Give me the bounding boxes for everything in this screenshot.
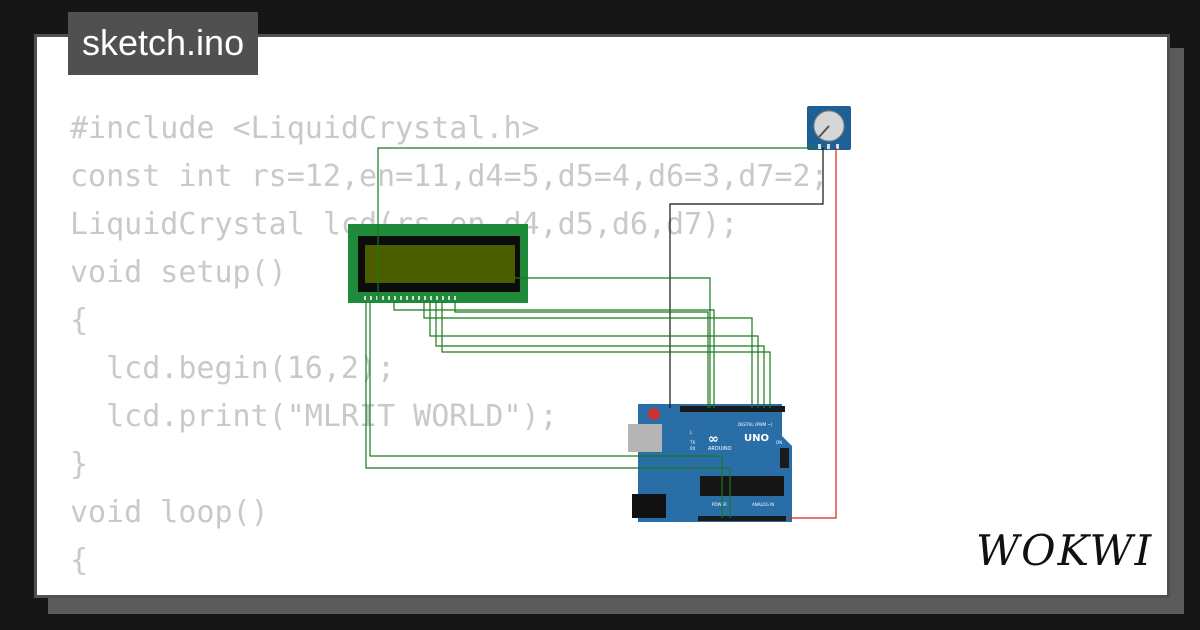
wire-green[interactable]	[454, 302, 709, 408]
atmega-chip	[700, 476, 784, 496]
wire-green[interactable]	[429, 302, 759, 408]
power-label: POWER	[712, 502, 727, 507]
wires	[365, 147, 837, 519]
icsp-header	[780, 448, 789, 468]
digital-label: DIGITAL (PWM ~)	[738, 422, 773, 427]
lcd-1602-icon[interactable]	[348, 224, 528, 303]
potentiometer-indicator	[818, 125, 830, 138]
code-line: void loop()	[70, 495, 269, 530]
rx-label: RX	[690, 446, 696, 451]
code-line: #include <LiquidCrystal.h>	[70, 111, 540, 146]
wire-green[interactable]	[365, 302, 731, 518]
tx-label: TX	[689, 440, 695, 445]
on-label: ON	[776, 440, 782, 445]
wire-green[interactable]	[377, 147, 818, 300]
wire-green[interactable]	[515, 277, 711, 408]
code-line: lcd.setCursor(0,1);	[70, 585, 829, 595]
lcd-screen	[365, 245, 515, 283]
wire-green[interactable]	[441, 302, 771, 408]
file-title: sketch.ino	[68, 12, 259, 75]
l-label: L	[690, 430, 693, 435]
power-jack	[632, 494, 666, 518]
arduino-brand: ARDUINO	[708, 446, 732, 452]
preview-card: #include <LiquidCrystal.h> const int rs=1…	[34, 34, 1170, 598]
code-line: {	[70, 303, 89, 338]
code-line: }	[70, 447, 89, 482]
arduino-infinity-logo: ∞	[708, 432, 719, 447]
digital-header	[680, 406, 785, 412]
arduino-model: UNO	[744, 433, 769, 444]
code-line: lcd.begin(16,2);	[70, 351, 396, 386]
code-line: {	[70, 543, 89, 578]
wire-green[interactable]	[435, 302, 765, 408]
analog-label: ANALOG IN	[752, 502, 774, 507]
wire-green[interactable]	[393, 302, 715, 408]
analog-header	[698, 516, 786, 521]
wire-red[interactable]	[788, 148, 837, 519]
potentiometer-icon[interactable]	[807, 106, 851, 150]
lcd-pins	[364, 296, 456, 300]
reset-button[interactable]	[648, 408, 660, 420]
wire-green[interactable]	[369, 302, 723, 518]
wire-black[interactable]	[669, 148, 824, 408]
wire-green[interactable]	[423, 302, 753, 408]
code-line: void setup()	[70, 255, 287, 290]
wokwi-logo: WOKWI	[976, 526, 1154, 575]
arduino-uno-icon[interactable]: ∞ UNO ARDUINO DIGITAL (PWM ~) POWER ANAL…	[628, 404, 792, 522]
code-line: const int rs=12,en=11,d4=5,d5=4,d6=3,d7=…	[70, 159, 829, 194]
usb-port	[628, 424, 662, 452]
code-line: lcd.print("MLRIT WORLD");	[70, 399, 558, 434]
